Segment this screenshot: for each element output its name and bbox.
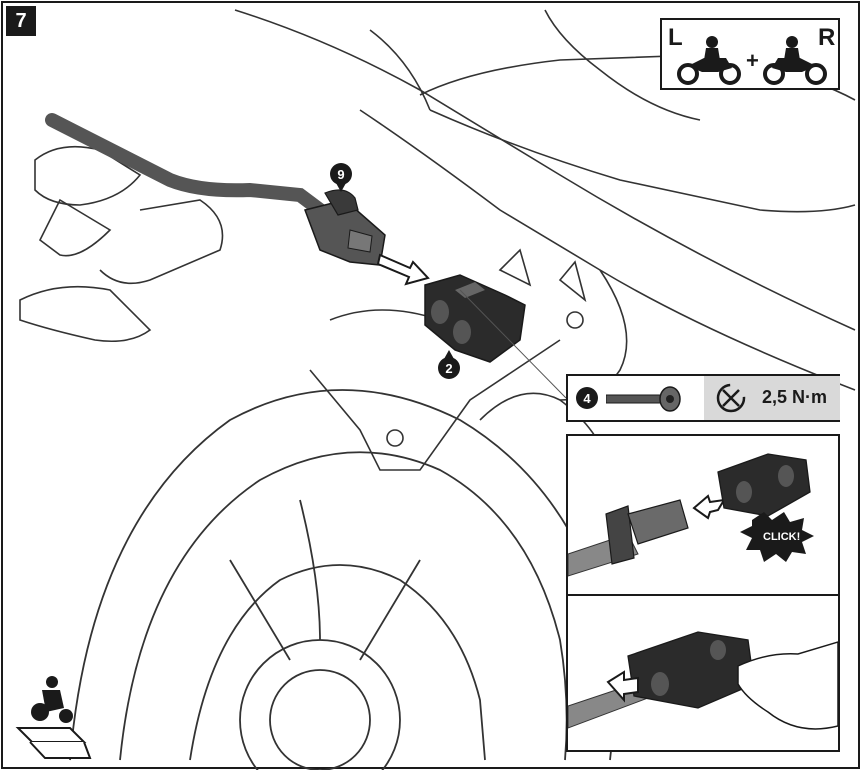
torque-panel <box>704 376 840 420</box>
click-label: CLICK! <box>763 531 801 543</box>
detail-release-scene <box>568 631 838 730</box>
torque-wrench-icon <box>716 383 746 413</box>
step-number-badge: 7 <box>6 6 36 36</box>
callout-pointer-9 <box>336 183 346 192</box>
finger-press <box>737 641 838 730</box>
pannier-rail <box>45 113 327 217</box>
screw-icon <box>606 386 681 412</box>
click-burst <box>740 512 814 562</box>
callout-part-4: 4 <box>576 387 598 409</box>
tail-wing-left <box>19 145 224 343</box>
callout-pointer-2 <box>444 350 454 359</box>
leader-line <box>459 289 567 399</box>
motorcycle-right-icon <box>763 36 827 85</box>
torque-spec-box: 4 2,5 N·m <box>566 374 840 422</box>
callout-number: 4 <box>583 390 591 406</box>
torque-value: 2,5 N·m <box>762 387 828 407</box>
callout-number: 9 <box>337 166 345 182</box>
side-indicator-box: L R + <box>660 18 840 90</box>
detail-inset: CLICK! <box>566 434 840 752</box>
motorcycle-left-icon <box>677 36 741 85</box>
callout-part-9: 9 <box>330 163 352 185</box>
detail-divider <box>568 594 838 596</box>
insert-arrow <box>376 253 430 286</box>
callout-part-2: 2 <box>438 357 460 379</box>
plus-sign: + <box>746 48 759 73</box>
step-number: 7 <box>15 9 27 32</box>
detail-connect-scene <box>568 453 814 577</box>
motorcycle-rear-view-icon <box>15 676 92 759</box>
rear-wheel <box>69 389 615 770</box>
callout-number: 2 <box>445 360 453 376</box>
receiver-block-part <box>424 274 526 363</box>
left-side-label: L <box>668 24 683 51</box>
right-side-label: R <box>818 24 836 51</box>
